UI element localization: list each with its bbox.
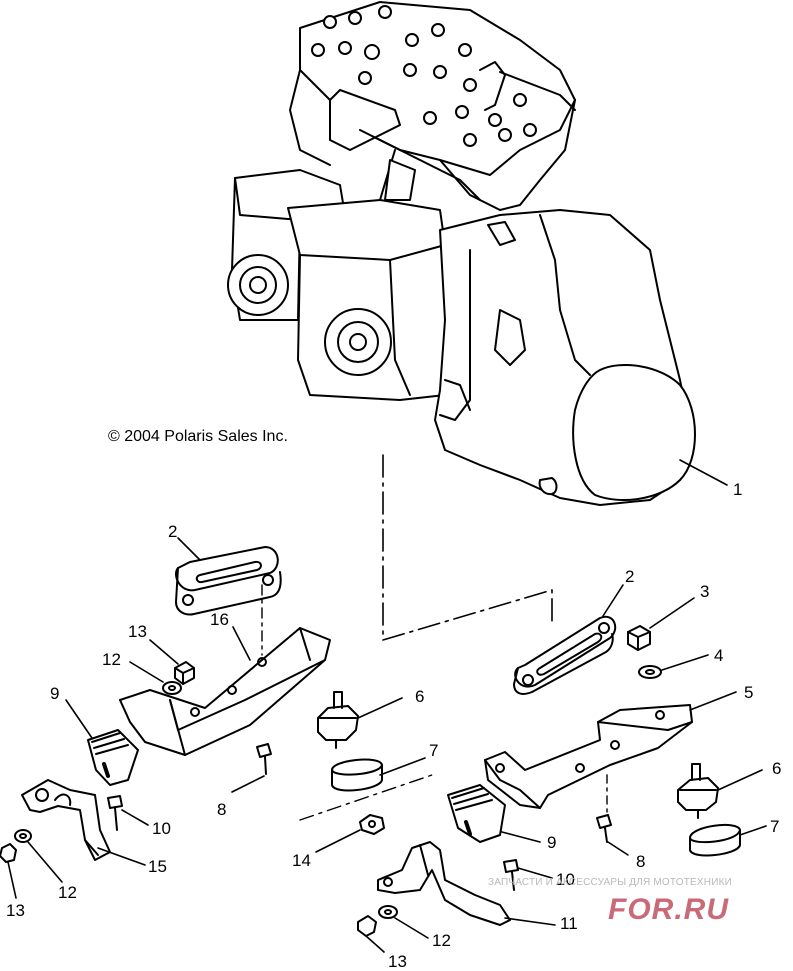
callout-15: 15 bbox=[148, 857, 167, 876]
callout-12-top: 12 bbox=[102, 650, 121, 669]
callout-13-top: 13 bbox=[128, 622, 147, 641]
bolt-10-a bbox=[107, 795, 123, 831]
engine-bracket-left bbox=[119, 627, 331, 756]
callout-7-left: 7 bbox=[429, 741, 439, 760]
callout-9-right: 9 bbox=[547, 833, 557, 852]
callout-11: 11 bbox=[560, 914, 578, 933]
nut-13-b bbox=[0, 843, 17, 863]
slotted-plate-left bbox=[175, 546, 282, 616]
spacer-puck-7-a bbox=[331, 758, 383, 792]
callout-6-right: 6 bbox=[772, 759, 782, 778]
bracket-11 bbox=[377, 841, 511, 926]
nut-13-c bbox=[357, 915, 377, 937]
callout-13-left: 13 bbox=[6, 901, 25, 920]
callout-2-left: 2 bbox=[168, 522, 178, 541]
bolt-8-a bbox=[256, 743, 272, 775]
engine-assembly bbox=[227, 1, 696, 506]
callout-2-right: 2 bbox=[625, 567, 635, 586]
bolt-8-b bbox=[596, 814, 612, 843]
washer-4 bbox=[638, 665, 662, 679]
engine-bracket-right bbox=[484, 704, 693, 809]
watermark-tagline: ЗАПЧАСТИ И АКСЕССУАРЫ ДЛЯ МОТОТЕХНИКИ bbox=[488, 877, 733, 888]
callout-5: 5 bbox=[744, 683, 754, 702]
mount-block-9-b bbox=[447, 784, 506, 843]
washer-12-a bbox=[162, 681, 182, 695]
callout-16: 16 bbox=[210, 610, 229, 629]
callout-7-right: 7 bbox=[770, 817, 780, 836]
engine-mount-6-a bbox=[317, 691, 359, 749]
nut-14 bbox=[359, 814, 385, 835]
callout-9-left: 9 bbox=[50, 684, 60, 703]
callout-13-right: 13 bbox=[388, 952, 407, 971]
slotted-plate-right bbox=[513, 615, 617, 695]
callout-10-right: 10 bbox=[556, 870, 575, 889]
callout-10-left: 10 bbox=[152, 819, 171, 838]
callout-14: 14 bbox=[292, 851, 311, 870]
spacer-puck-7-b bbox=[689, 823, 741, 857]
bracket-15 bbox=[21, 779, 111, 861]
callout-3: 3 bbox=[700, 582, 710, 601]
callout-6-left: 6 bbox=[415, 687, 425, 706]
washer-12-b bbox=[14, 829, 32, 843]
watermark-logo: FOR.RU bbox=[608, 893, 729, 926]
callout-12-left: 12 bbox=[58, 883, 77, 902]
nut-3 bbox=[627, 625, 651, 651]
callout-12-right: 12 bbox=[432, 931, 451, 950]
copyright-notice: © 2004 Polaris Sales Inc. bbox=[108, 428, 288, 445]
engine-mount-6-b bbox=[677, 763, 719, 819]
callout-8-right: 8 bbox=[636, 852, 646, 871]
washer-12-c bbox=[378, 905, 398, 919]
callout-1: 1 bbox=[733, 480, 743, 499]
callout-4: 4 bbox=[714, 646, 724, 665]
bolt-10-b bbox=[503, 859, 519, 891]
mount-block-9-a bbox=[87, 729, 139, 786]
nut-13-a bbox=[174, 661, 195, 685]
callout-8-left: 8 bbox=[217, 800, 227, 819]
